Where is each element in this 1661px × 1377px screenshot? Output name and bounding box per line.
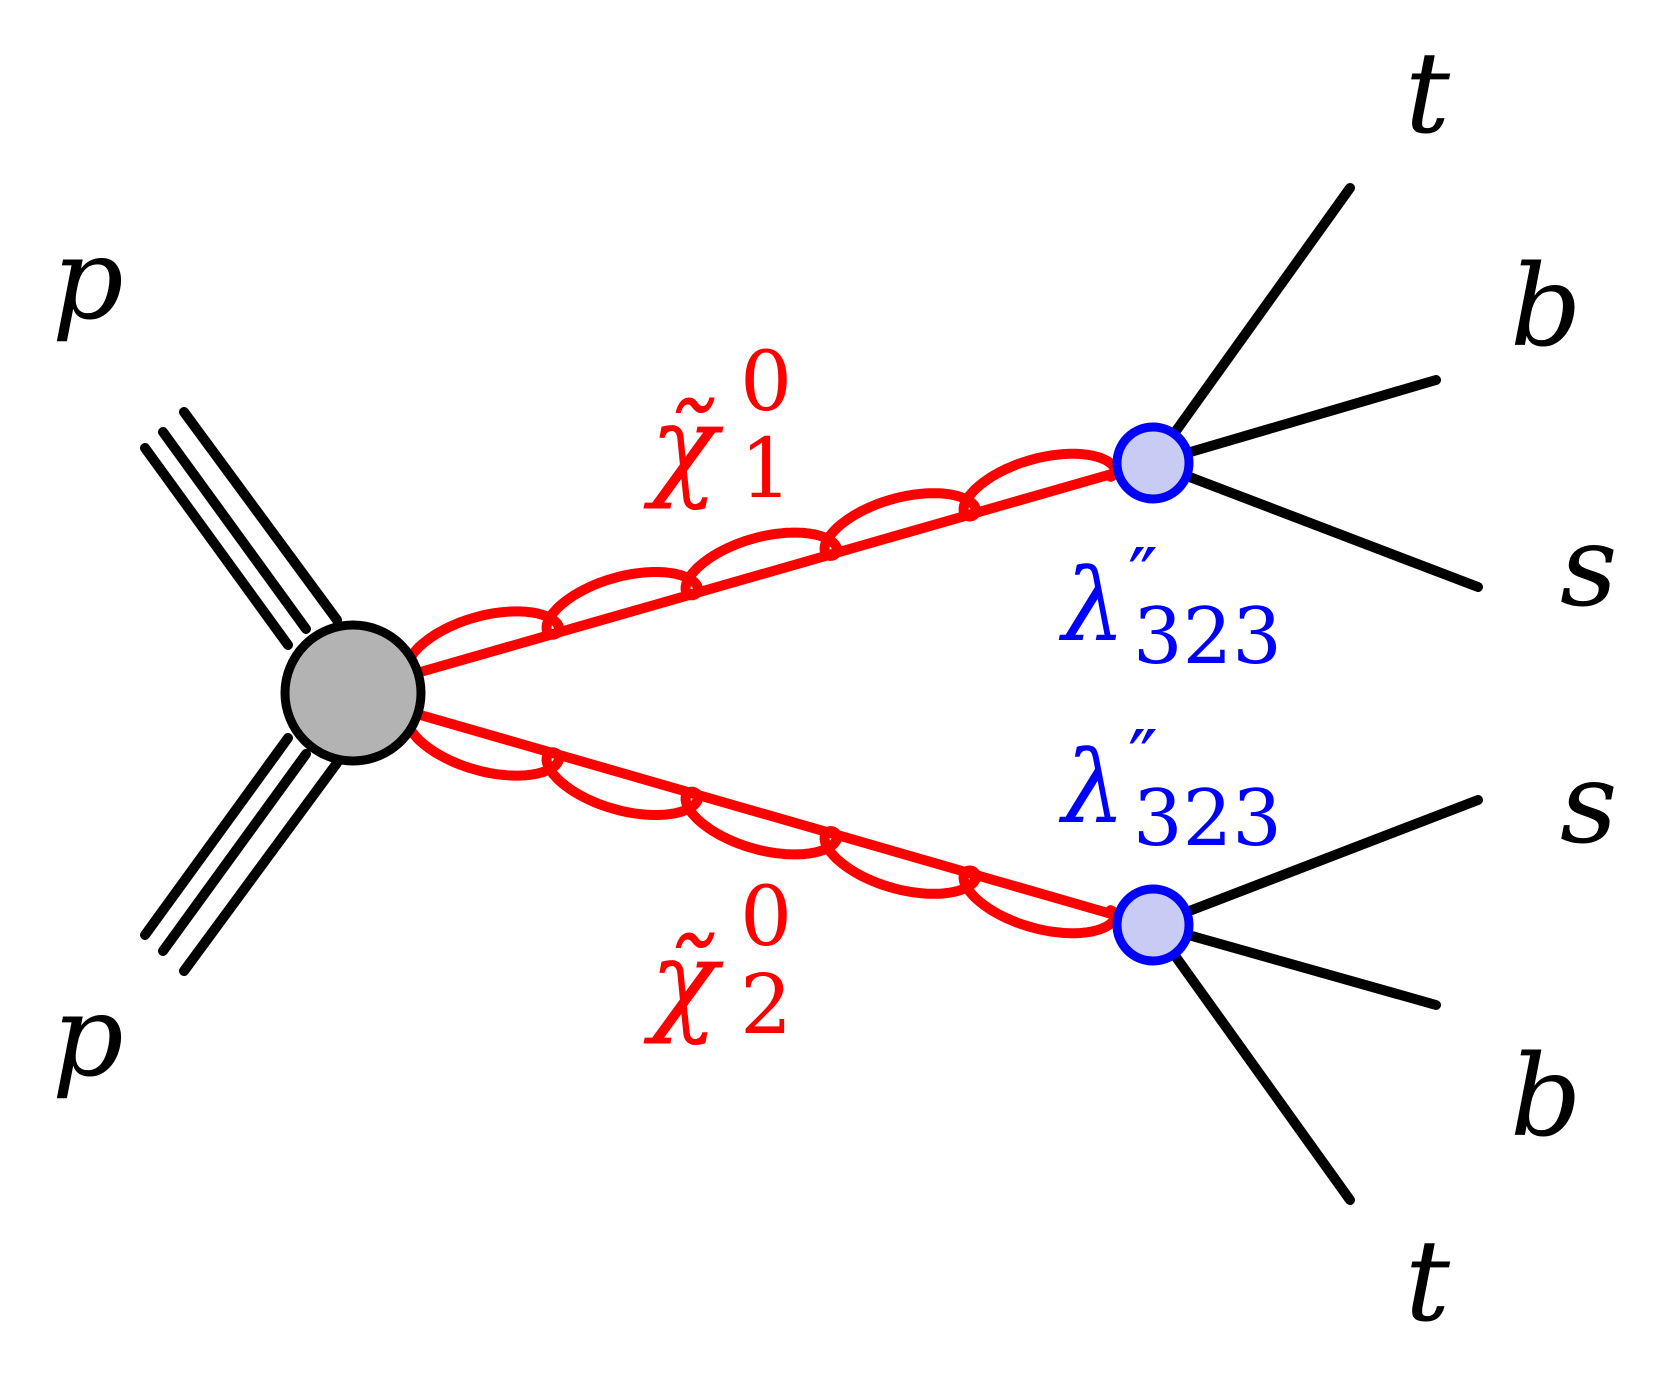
- svg-text:χ̃: χ̃: [643, 917, 724, 1047]
- svg-text:0: 0: [740, 870, 792, 965]
- label-out-top-t: t: [1405, 29, 1451, 159]
- quark-line-b-top: [1148, 375, 1441, 468]
- svg-text:χ̃: χ̃: [643, 382, 724, 512]
- label-out-top-b: b: [1510, 242, 1582, 372]
- label-proton-top: p: [52, 215, 124, 345]
- label-lambda-bottom: λ ″ 323: [1058, 713, 1282, 864]
- label-out-bottom-s: s: [1560, 739, 1617, 869]
- neutralino-line-1: [402, 448, 1120, 680]
- neutralino-line-2: [402, 707, 1120, 939]
- production-blob: [280, 620, 426, 766]
- svg-text:1: 1: [740, 422, 792, 517]
- decay-vertex-bottom: [1112, 884, 1194, 966]
- label-out-top-s: s: [1560, 502, 1617, 632]
- label-out-bottom-t: t: [1405, 1217, 1451, 1347]
- svg-text:″: ″: [1128, 531, 1158, 624]
- quark-line-s-top: [1148, 458, 1483, 592]
- decay-vertex-top: [1112, 422, 1194, 504]
- proton-lines-bottom: [140, 733, 342, 976]
- quark-line-t-bottom: [1148, 920, 1355, 1205]
- quark-line-b-bottom: [1148, 920, 1441, 1010]
- outgoing-quarks-bottom: [1148, 795, 1483, 1205]
- label-lambda-top: λ ″ 323: [1058, 531, 1282, 682]
- svg-text:323: 323: [1133, 592, 1282, 682]
- svg-text:2: 2: [740, 958, 792, 1053]
- svg-text:0: 0: [740, 335, 792, 430]
- outgoing-quarks-top: [1148, 183, 1483, 592]
- label-proton-bottom: p: [52, 972, 124, 1102]
- quark-line-t-top: [1148, 183, 1355, 468]
- svg-text:323: 323: [1133, 774, 1282, 864]
- label-out-bottom-b: b: [1510, 1032, 1582, 1162]
- svg-text:λ: λ: [1058, 547, 1125, 664]
- proton-lines-top: [140, 407, 342, 650]
- label-chi2: χ̃ 0 2: [643, 870, 792, 1053]
- svg-text:″: ″: [1128, 713, 1158, 806]
- label-chi1: χ̃ 0 1: [643, 335, 792, 517]
- quark-line-s-bottom: [1148, 795, 1483, 930]
- svg-text:λ: λ: [1058, 729, 1125, 846]
